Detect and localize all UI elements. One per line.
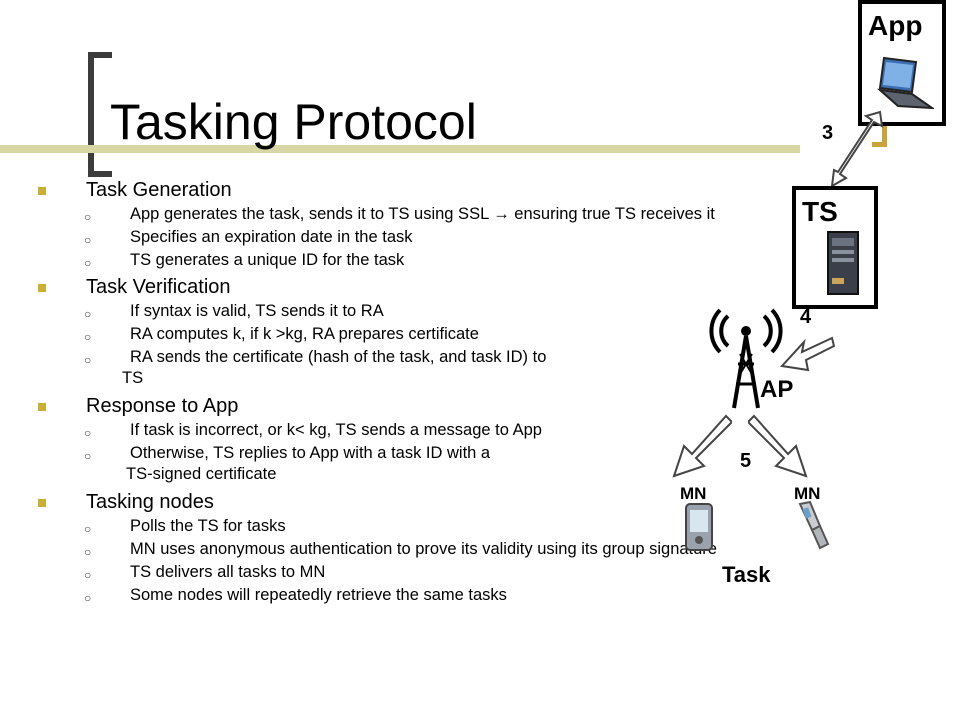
list-item-text: If syntax is valid, TS sends it to RA: [130, 302, 384, 320]
list-item-text: MN uses anonymous authentication to prov…: [130, 540, 717, 558]
step-4-label: 4: [800, 306, 812, 328]
list-item-text: TS delivers all tasks to MN: [130, 563, 326, 581]
list-item: ○ Otherwise, TS replies to App with a tas…: [36, 444, 816, 464]
laptop-icon: [876, 56, 934, 110]
circle-bullet-icon: ○: [84, 307, 92, 321]
arrow-ts-ap: [779, 336, 836, 372]
server-icon: [827, 231, 859, 295]
step-5-label: 5: [740, 450, 752, 472]
square-bullet-icon: [38, 284, 46, 292]
circle-bullet-icon: ○: [84, 568, 92, 582]
list-item: ○ Specifies an expiration date in the tas…: [36, 228, 816, 248]
list-item: ○ RA sends the certificate (hash of the t…: [36, 348, 816, 368]
step-3-label: 3: [822, 122, 834, 144]
arrow-ap-mn-left: [672, 414, 732, 478]
protocol-diagram: App 3 TS 4: [660, 0, 960, 600]
list-item: ○ RA computes k, if k >kg, RA prepares ce…: [36, 325, 816, 345]
list-item-continuation: TS: [122, 369, 144, 387]
section-heading-text: Task Generation: [86, 179, 232, 201]
list-item-text: Polls the TS for tasks: [130, 517, 286, 535]
slide-content: Task Generation ○ App generates the task,…: [36, 178, 816, 610]
list-item-text: App generates the task, sends it to TS u…: [130, 205, 715, 223]
circle-bullet-icon: ○: [84, 256, 92, 270]
list-item-text: Some nodes will repeatedly retrieve the …: [130, 586, 507, 604]
list-item: ○ TS generates a unique ID for the task: [36, 251, 816, 271]
circle-bullet-icon: ○: [84, 233, 92, 247]
list-item-text: RA computes k, if k >kg, RA prepares cer…: [130, 325, 479, 343]
square-bullet-icon: [38, 187, 46, 195]
title-bracket: [88, 52, 112, 177]
arrow-app-ts: [830, 110, 884, 188]
task-label: Task: [722, 562, 771, 587]
arrow-ap-mn-right: [748, 414, 808, 478]
list-item-text: RA sends the certificate (hash of the ta…: [130, 348, 547, 366]
slide-title: Tasking Protocol: [110, 94, 477, 150]
title-rule: [0, 145, 800, 153]
mn-left-label: MN: [680, 484, 707, 503]
section-heading: Tasking nodes: [36, 490, 816, 514]
square-bullet-icon: [38, 499, 46, 507]
square-bullet-icon: [38, 403, 46, 411]
section-heading: Task Generation: [36, 178, 816, 202]
pda-icon: [685, 503, 713, 551]
list-item: ○ App generates the task, sends it to TS …: [36, 205, 816, 225]
list-item-text: If task is incorrect, or k< kg, TS sends…: [130, 421, 542, 439]
mn-right-label: MN: [794, 484, 821, 503]
circle-bullet-icon: ○: [84, 449, 92, 463]
title-bracket-right: [872, 118, 887, 147]
circle-bullet-icon: ○: [84, 591, 92, 605]
circle-bullet-icon: ○: [84, 426, 92, 440]
list-item: ○ Polls the TS for tasks: [36, 517, 816, 537]
circle-bullet-icon: ○: [84, 545, 92, 559]
section-heading-text: Tasking nodes: [86, 491, 214, 513]
section-heading: Task Verification: [36, 275, 816, 299]
list-item: ○ TS delivers all tasks to MN: [36, 563, 816, 583]
list-item-text: Otherwise, TS replies to App with a task…: [130, 444, 491, 462]
section-heading-text: Task Verification: [86, 276, 231, 298]
app-label: App: [868, 10, 923, 41]
list-item-text: TS generates a unique ID for the task: [130, 251, 405, 269]
list-item-continuation: TS-signed certificate: [126, 465, 277, 483]
list-item: ○ If task is incorrect, or k< kg, TS send…: [36, 421, 816, 441]
circle-bullet-icon: ○: [84, 210, 92, 224]
list-item: ○ Some nodes will repeatedly retrieve the…: [36, 586, 816, 606]
section-heading: Response to App: [36, 394, 816, 418]
circle-bullet-icon: ○: [84, 330, 92, 344]
app-box: App: [858, 0, 946, 126]
ts-label: TS: [802, 196, 838, 227]
list-item: ○ MN uses anonymous authentication to pro…: [36, 540, 816, 560]
circle-bullet-icon: ○: [84, 353, 92, 367]
list-item-text: Specifies an expiration date in the task: [130, 228, 413, 246]
circle-bullet-icon: ○: [84, 522, 92, 536]
antenna-tower-icon: [709, 308, 783, 409]
list-item: ○ If syntax is valid, TS sends it to RA: [36, 302, 816, 322]
ts-box: TS: [792, 186, 878, 309]
section-heading-text: Response to App: [86, 395, 239, 417]
ap-label: AP: [760, 376, 794, 403]
mobile-phone-icon: [798, 500, 830, 550]
